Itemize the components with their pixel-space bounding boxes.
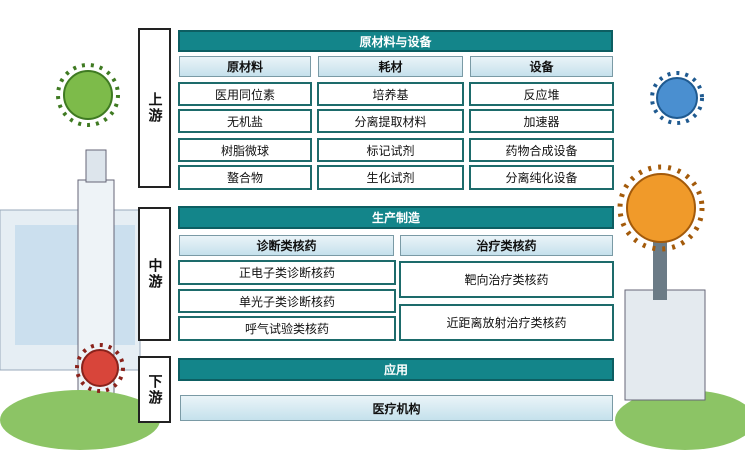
column-header-therapeutic: 治疗类核药 — [400, 235, 613, 256]
list-item: 生化试剂 — [317, 165, 464, 190]
stage-downstream: 下游 — [138, 356, 171, 423]
list-item: 医疗机构 — [180, 395, 613, 421]
list-item: 靶向治疗类核药 — [399, 261, 614, 298]
list-item: 分离纯化设备 — [469, 165, 614, 190]
list-item: 正电子类诊断核药 — [178, 260, 396, 285]
column-header-consumables: 耗材 — [318, 56, 463, 77]
list-item: 药物合成设备 — [469, 138, 614, 162]
list-item: 加速器 — [469, 109, 614, 133]
list-item: 医用同位素 — [178, 82, 312, 106]
list-item: 培养基 — [317, 82, 464, 106]
column-header-equipment: 设备 — [470, 56, 613, 77]
list-item: 螯合物 — [178, 165, 312, 190]
downstream-header: 应用 — [178, 358, 614, 381]
virus-green-icon — [56, 63, 120, 127]
virus-blue-icon — [650, 71, 704, 125]
stage-midstream: 中游 — [138, 207, 171, 341]
virus-red-icon — [75, 343, 125, 393]
illustration-right — [615, 71, 745, 450]
upstream-header: 原材料与设备 — [178, 30, 613, 52]
list-item: 标记试剂 — [317, 138, 464, 162]
virus-orange-icon — [617, 164, 705, 252]
list-item: 近距离放射治疗类核药 — [399, 304, 614, 341]
list-item: 反应堆 — [469, 82, 614, 106]
column-header-diagnostic: 诊断类核药 — [179, 235, 394, 256]
list-item: 分离提取材料 — [317, 109, 464, 133]
list-item: 单光子类诊断核药 — [178, 289, 396, 313]
midstream-header: 生产制造 — [178, 206, 614, 229]
list-item: 无机盐 — [178, 109, 312, 133]
list-item: 树脂微球 — [178, 138, 312, 162]
list-item: 呼气试验类核药 — [178, 316, 396, 341]
stage-upstream: 上游 — [138, 28, 171, 188]
column-header-raw-materials: 原材料 — [179, 56, 311, 77]
